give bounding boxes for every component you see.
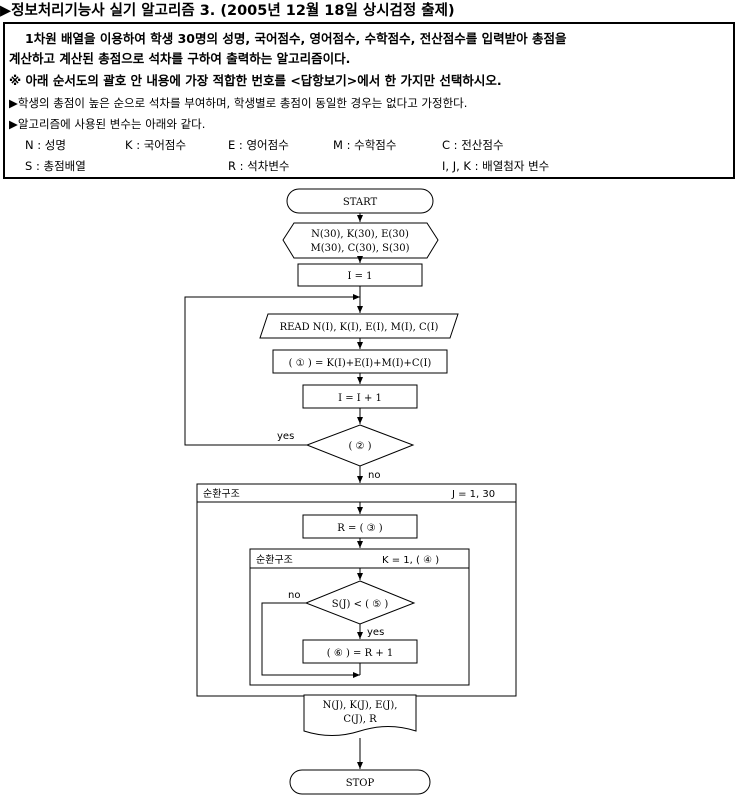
stop-terminal (289, 769, 431, 795)
var-n: N : 성명 (25, 138, 66, 152)
var-r: R : 석차변수 (228, 159, 290, 173)
outer-loop-range: J = 1, 30 (451, 489, 495, 500)
problem-box: 1차원 배열을 이용하여 학생 30명의 성명, 국어점수, 영어점수, 수학점… (3, 22, 735, 179)
var-s: S : 총점배열 (25, 159, 86, 173)
inner-loop-range: K = 1, ( ④ ) (382, 555, 439, 566)
decision-5-label: S(J) < ( ⑤ ) (332, 599, 389, 610)
inner-loop-label: 순환구조 (256, 554, 293, 566)
page-title: ▶정보처리기능사 실기 알고리즘 3. (2005년 12월 18일 상시검정 … (0, 3, 455, 19)
yes-label: yes (277, 431, 294, 442)
yes-label-2: yes (367, 627, 384, 638)
rank-increment-label: ( ⑥ ) = R + 1 (327, 648, 394, 659)
start-label: START (343, 197, 378, 208)
read-input (259, 313, 459, 339)
var-c: C : 전산점수 (442, 138, 504, 152)
output-document (303, 694, 417, 736)
var-ijk: I, J, K : 배열첨자 변수 (442, 159, 550, 173)
var-k: K : 국어점수 (125, 138, 187, 152)
problem-line-5: ▶알고리즘에 사용된 변수는 아래와 같다. (9, 117, 206, 131)
no-label-2: no (288, 590, 300, 601)
problem-line-3: ※ 아래 순서도의 괄호 안 내용에 가장 적합한 번호를 <답항보기>에서 한… (9, 73, 502, 88)
decision-2-label: ( ② ) (348, 441, 371, 452)
outer-loop-label: 순환구조 (203, 488, 240, 500)
no-label: no (368, 470, 380, 481)
declaration-line-1: N(30), K(30), E(30) (311, 229, 409, 240)
sum-label: ( ① ) = K(I)+E(I)+M(I)+C(I) (289, 358, 432, 369)
problem-line-1: 1차원 배열을 이용하여 학생 30명의 성명, 국어점수, 영어점수, 수학점… (25, 31, 567, 46)
output-line-2: C(J), R (343, 714, 377, 725)
no-bypass-arrow (261, 602, 360, 678)
read-label: READ N(I), K(I), E(I), M(I), C(I) (280, 322, 439, 333)
increment-label: I = I + 1 (338, 393, 382, 404)
declaration-hexagon (282, 222, 439, 259)
output-line-1: N(J), K(J), E(J), (323, 700, 398, 711)
rank-init-label: R = ( ③ ) (337, 523, 382, 534)
var-e: E : 영어점수 (228, 138, 289, 152)
problem-line-4: ▶학생의 총점이 높은 순으로 석차를 부여하며, 학생별로 총점이 동일한 경… (9, 96, 468, 110)
loop-back-arrow (184, 294, 360, 446)
init-label: I = 1 (347, 271, 372, 282)
problem-line-2: 계산하고 계산된 총점으로 석차를 구하여 출력하는 알고리즘이다. (9, 51, 351, 66)
var-m: M : 수학점수 (333, 138, 397, 152)
stop-label: STOP (346, 778, 375, 789)
declaration-line-2: M(30), C(30), S(30) (310, 243, 409, 254)
